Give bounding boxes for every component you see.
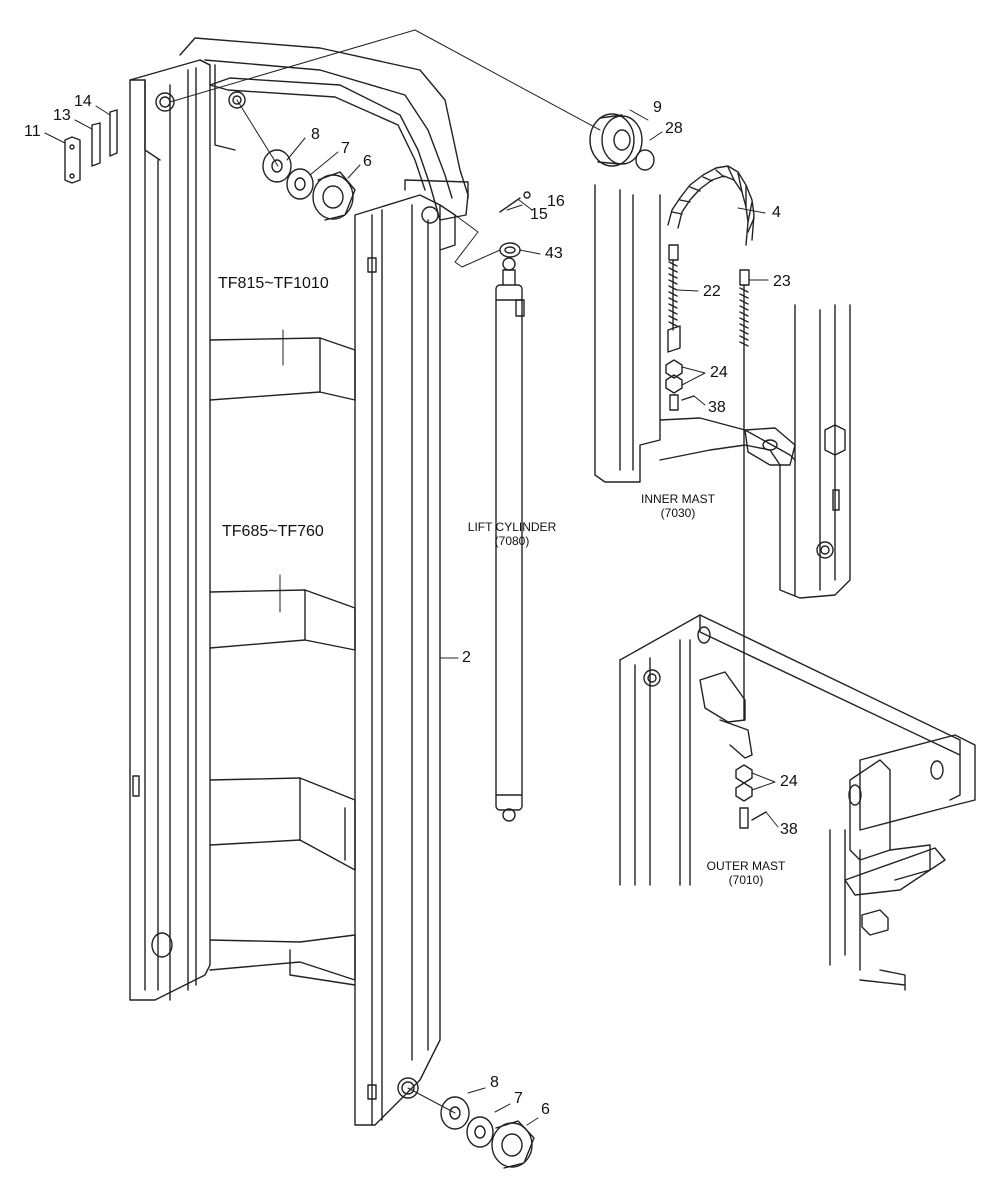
callout-8-bottom: 8 xyxy=(490,1074,499,1091)
callout-23: 23 xyxy=(773,273,791,290)
lift-cylinder-code: (7080) xyxy=(494,533,530,548)
callout-4: 4 xyxy=(772,204,781,221)
chain-anchor-rods xyxy=(666,245,766,828)
outer-mast-code: (7010) xyxy=(728,872,764,887)
callout-16: 16 xyxy=(547,193,565,210)
callout-7-bottom: 7 xyxy=(514,1090,523,1107)
callout-2: 2 xyxy=(462,649,471,666)
leader-lines xyxy=(45,30,778,1125)
lift-cylinder-drawing xyxy=(496,258,524,821)
outer-mast-drawing xyxy=(620,615,975,990)
callout-11: 11 xyxy=(24,123,41,140)
loose-parts xyxy=(65,110,654,1168)
callout-7-top: 7 xyxy=(341,140,350,157)
callout-24-lower: 24 xyxy=(780,773,798,790)
callout-43: 43 xyxy=(545,245,563,262)
outer-mast-caption: OUTER MAST (7010) xyxy=(696,859,796,888)
lift-cylinder-name: LIFT CYLINDER xyxy=(467,520,557,534)
chain-drawing xyxy=(668,166,754,245)
inner-mast-code: (7030) xyxy=(660,505,696,520)
callout-24-upper: 24 xyxy=(710,364,728,381)
callout-8-top: 8 xyxy=(311,126,320,143)
callout-9: 9 xyxy=(653,99,662,116)
callout-15: 15 xyxy=(530,206,548,223)
callout-38-upper: 38 xyxy=(708,399,726,416)
model-range-upper: TF815~TF1010 xyxy=(218,275,329,292)
callout-6-bottom: 6 xyxy=(541,1101,550,1118)
inner-mast-drawing xyxy=(595,185,850,598)
outer-mast-name: OUTER MAST xyxy=(706,859,786,873)
callout-22: 22 xyxy=(703,283,721,300)
inner-mast-name: INNER MAST xyxy=(640,492,715,506)
callout-13: 13 xyxy=(53,107,71,124)
main-mast-assembly xyxy=(130,38,468,1125)
callout-14: 14 xyxy=(74,93,92,110)
callout-38-lower: 38 xyxy=(780,821,798,838)
callout-28: 28 xyxy=(665,120,683,137)
lift-cylinder-caption: LIFT CYLINDER (7080) xyxy=(452,520,572,549)
inner-mast-caption: INNER MAST (7030) xyxy=(628,492,728,521)
callout-6-top: 6 xyxy=(363,153,372,170)
model-range-lower: TF685~TF760 xyxy=(222,523,324,540)
